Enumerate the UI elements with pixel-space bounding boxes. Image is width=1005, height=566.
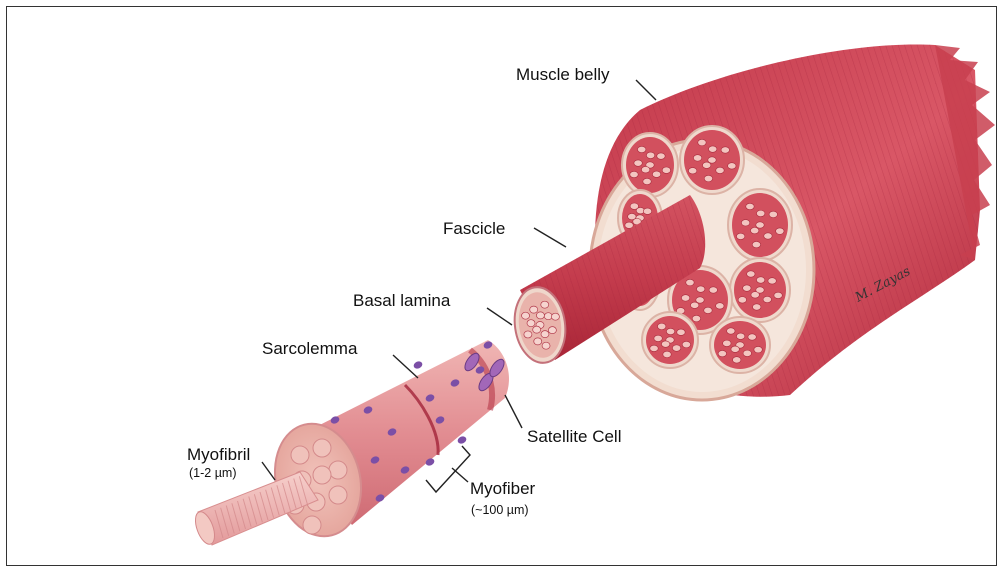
frame-border [6,6,997,566]
